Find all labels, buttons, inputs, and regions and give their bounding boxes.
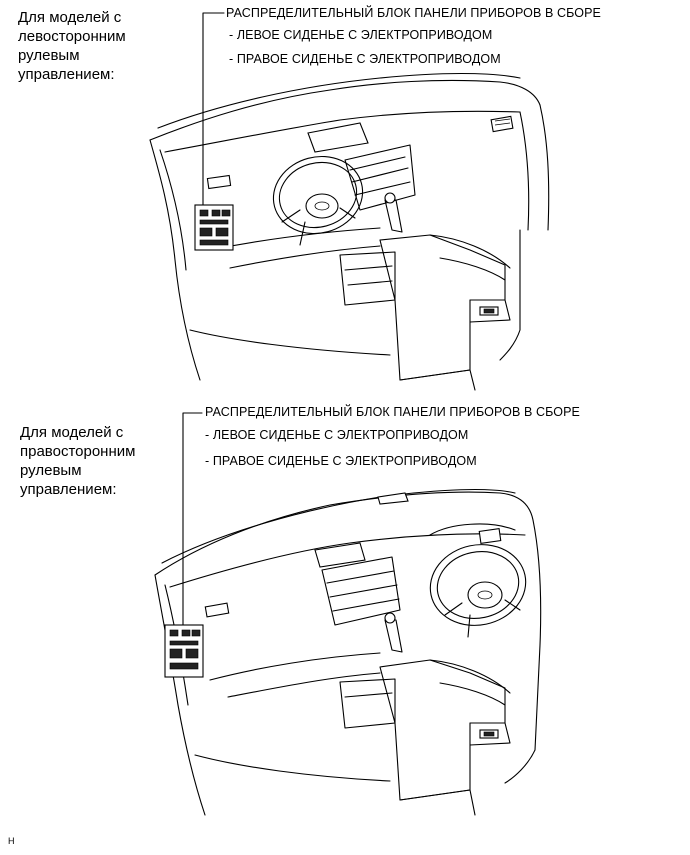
rhd-model-label: Для моделей с правосторонним рулевым упр…: [20, 424, 136, 498]
lhd-dash-top-outline: [149, 79, 541, 141]
lhd-junction-block-icon: [194, 204, 234, 251]
lhd-callout-item-right-seat: - ПРАВОЕ СИДЕНЬЕ С ЭЛЕКТРОПРИВОДОМ: [229, 52, 501, 66]
rhd-left-door-edge: [154, 574, 206, 816]
rhd-steering-wheel: [429, 544, 527, 626]
lhd-callout-title: РАСПРЕДЕЛИТЕЛЬНЫЙ БЛОК ПАНЕЛИ ПРИБОРОВ В…: [226, 6, 601, 20]
rhd-callout-item-left-seat: - ЛЕВОЕ СИДЕНЬЕ С ЭЛЕКТРОПРИВОДОМ: [205, 428, 469, 442]
rhd-section: Для моделей с правосторонним рулевым упр…: [0, 405, 690, 825]
lhd-gear-shifter: [384, 199, 403, 233]
figure-code-label: H: [8, 836, 15, 846]
lhd-left-door-edge: [149, 139, 201, 381]
rhd-junction-block-icon: [164, 624, 204, 678]
rhd-callout-item-right-seat: - ПРАВОЕ СИДЕНЬЕ С ЭЛЕКТРОПРИВОДОМ: [205, 454, 477, 468]
lhd-dashboard-illustration: [149, 12, 550, 391]
rhd-dashboard-illustration: [154, 412, 542, 816]
lhd-center-display: [307, 122, 369, 153]
lhd-callout-item-left-seat: - ЛЕВОЕ СИДЕНЬЕ С ЭЛЕКТРОПРИВОДОМ: [229, 28, 493, 42]
lhd-steering-wheel: [272, 155, 364, 235]
lhd-section: Для моделей с левосторонним рулевым упра…: [0, 0, 690, 400]
rhd-leader-line: [182, 412, 203, 626]
lhd-model-label: Для моделей с левосторонним рулевым упра…: [18, 9, 126, 83]
lhd-leader-line: [202, 12, 225, 206]
rhd-gear-shifter: [384, 619, 403, 653]
rhd-center-display: [314, 542, 366, 568]
rhd-callout-title: РАСПРЕДЕЛИТЕЛЬНЫЙ БЛОК ПАНЕЛИ ПРИБОРОВ В…: [205, 405, 580, 419]
